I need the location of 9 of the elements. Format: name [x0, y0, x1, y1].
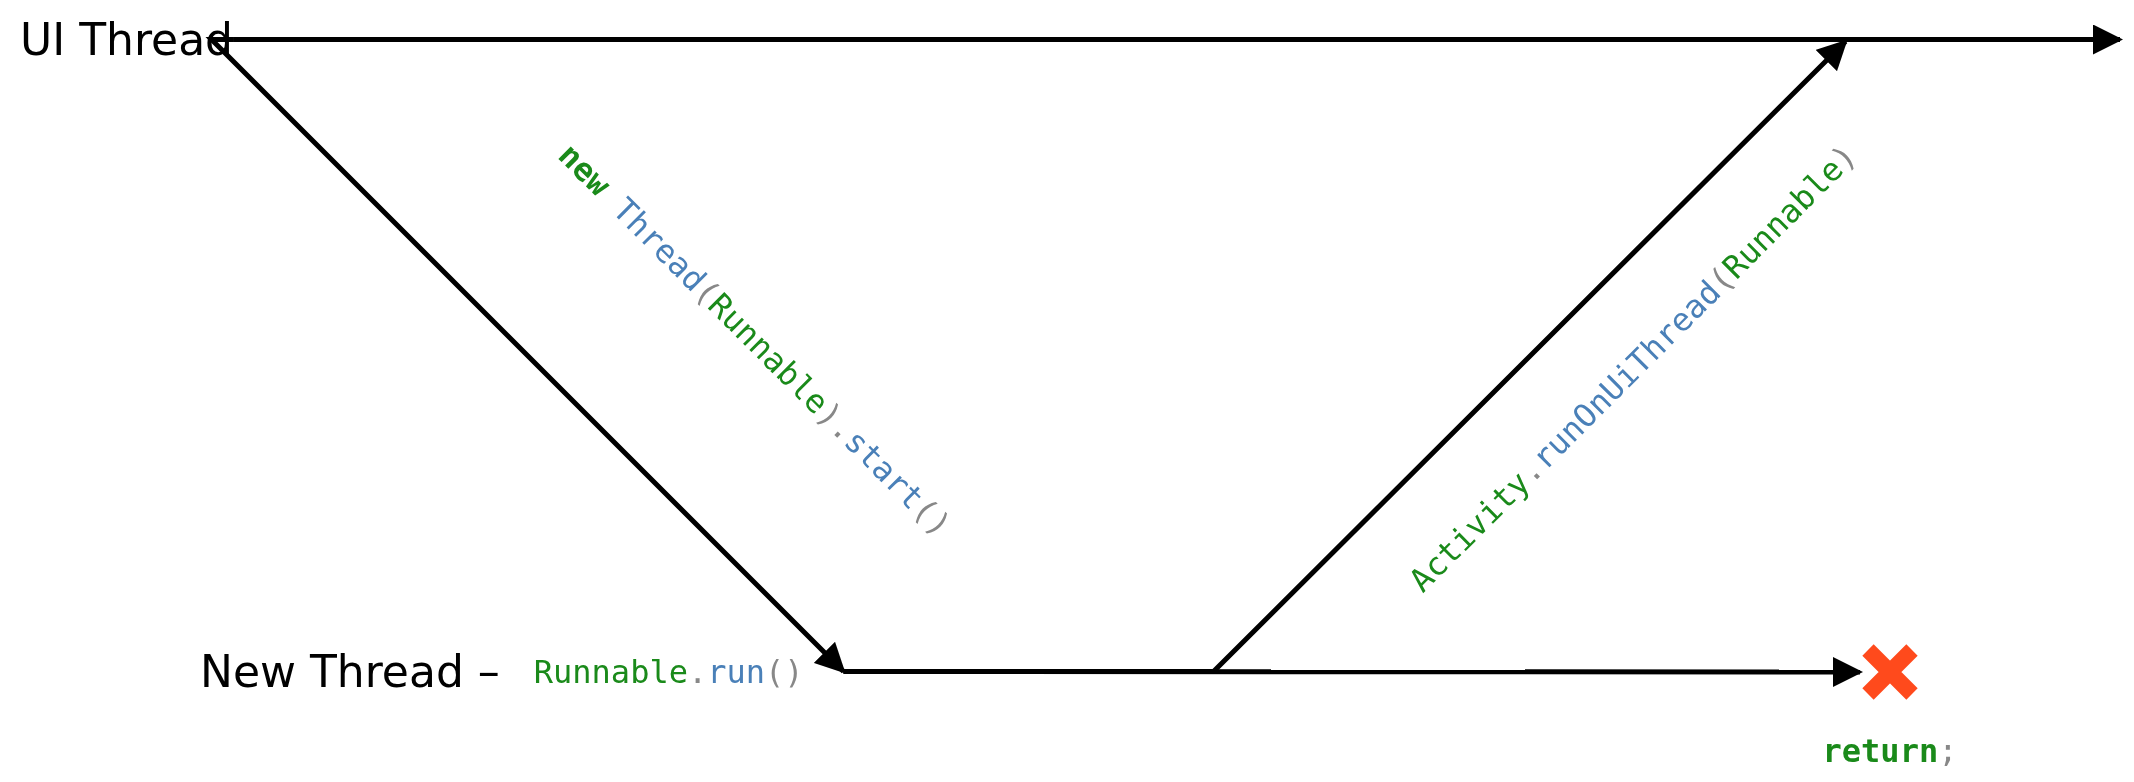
arrow	[233, 24, 2123, 55]
code-text: Runnable.run()	[533, 652, 804, 691]
code-text: return;	[1822, 732, 1958, 770]
arrow	[205, 37, 846, 674]
arrow	[843, 657, 1863, 687]
cross-icon	[1860, 642, 1920, 702]
thread-label: UI Thread	[20, 14, 234, 65]
thread-label: New Thread –	[200, 646, 500, 697]
arrow	[843, 39, 1848, 674]
